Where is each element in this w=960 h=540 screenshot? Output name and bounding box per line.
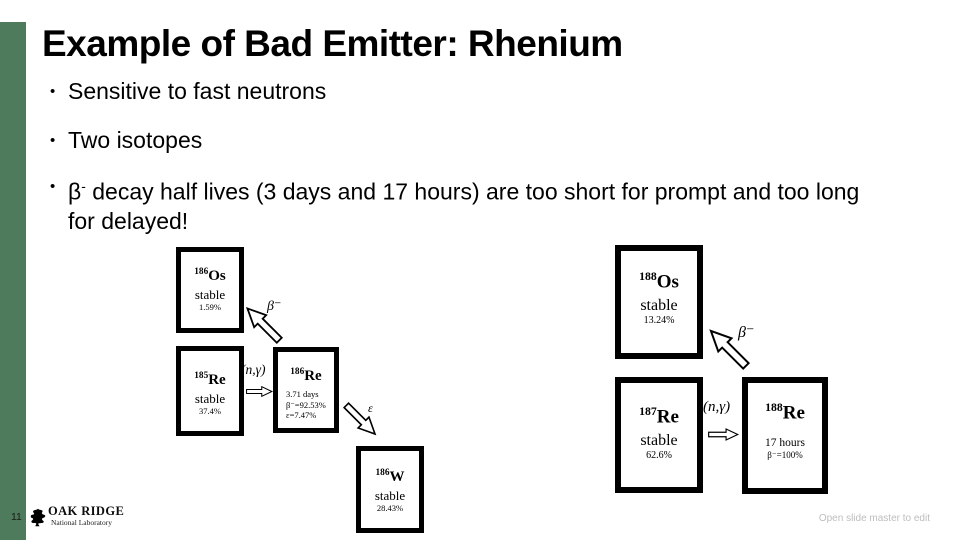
mass-number: 187 [639,405,657,418]
isotope-box-186os: 186Os stable 1.59% [176,247,244,333]
bullet-marker: • [50,132,56,149]
half-life-value: 3.71 days [286,389,319,399]
mass-number: 186 [194,267,209,277]
isotope-label: 188Os [621,265,697,293]
element-symbol: Os [656,271,679,293]
element-symbol: Re [656,406,679,428]
page-number: 11 [11,511,22,523]
electron-capture-label: ε [368,401,373,415]
mass-number: 185 [194,371,209,381]
bullet-text: β- decay half lives (3 days and 17 hours… [68,172,873,236]
decay-data: 3.71 days β⁻=92.53% ε=7.47% [278,389,334,421]
stability-label: stable [374,488,406,503]
mass-number: 188 [765,401,783,414]
bullet-item-1: • Sensitive to fast neutrons [50,77,326,106]
logo-line2: National Laboratory [51,518,113,527]
element-symbol: Re [208,372,226,388]
neutron-capture-label: (n,γ) [703,399,731,415]
beta-decay-arrow [245,306,284,345]
stability-label: stable [640,297,678,315]
neutron-capture-label: (n,γ) [241,362,266,377]
beta-superscript-minus: - [81,179,86,194]
isotope-label: 185Re [181,368,239,389]
isotope-label: 188Re [748,396,822,424]
epsilon-branch-value: ε=7.47% [286,410,317,420]
isotope-label: 186Os [181,264,239,285]
isotope-label: 186Re [278,364,334,385]
element-symbol: Re [304,368,322,384]
isotope-label: 186W [361,465,419,486]
isotope-box-187re: 187Re stable 62.6% [615,377,703,493]
bullet-text-rest: decay half lives (3 days and 17 hours) a… [68,178,860,234]
beta-decay-label: β⁻ [267,299,282,314]
isotope-box-185re: 185Re stable 37.4% [176,346,244,436]
electron-capture-arrow [342,401,377,436]
isotope-box-188re: 188Re 17 hours β⁻=100% [742,377,828,494]
beta-branch-value: β⁻=100% [767,450,803,461]
accent-bar [0,22,26,540]
oak-leaf-icon [30,508,46,527]
logo-text: OAK RIDGE National Laboratory [48,504,125,528]
logo-line1: OAK RIDGE [48,504,125,518]
stability-label: stable [640,432,678,450]
mass-number: 188 [639,270,657,283]
element-symbol: W [389,469,405,485]
bullet-text: Two isotopes [68,127,203,153]
mass-number: 186 [375,468,390,478]
abundance-value: 1.59% [199,302,221,312]
abundance-value: 28.43% [376,503,404,513]
element-symbol: Re [782,402,805,424]
abundance-value: 62.6% [646,450,672,462]
bullet-text: Sensitive to fast neutrons [68,78,327,104]
bullet-item-3: • β- decay half lives (3 days and 17 hou… [50,172,873,236]
page-title: Example of Bad Emitter: Rhenium [42,23,623,64]
stability-label: stable [194,391,226,406]
isotope-label: 187Re [621,400,697,428]
stability-label: stable [194,287,226,302]
bullet-marker: • [50,83,56,100]
slide-master-note: Open slide master to edit [818,513,930,524]
bullet-item-2: • Two isotopes [50,126,202,155]
beta-decay-label: β⁻ [738,324,755,341]
isotope-box-186re: 186Re 3.71 days β⁻=92.53% ε=7.47% [273,347,339,433]
abundance-value: 13.24% [643,315,675,327]
beta-branch-value: β⁻=92.53% [286,399,326,410]
neutron-capture-arrow [246,385,274,398]
oak-ridge-logo: OAK RIDGE National Laboratory [30,505,124,528]
half-life-value: 17 hours [765,437,805,450]
element-symbol: Os [208,268,226,284]
isotope-box-188os: 188Os stable 13.24% [615,245,703,359]
beta-decay-arrow [709,329,751,371]
mass-number: 186 [290,367,305,377]
bullet-marker: • [50,178,56,195]
neutron-capture-arrow [708,428,740,441]
beta-symbol: β [68,178,82,205]
isotope-box-186w: 186W stable 28.43% [356,446,424,533]
abundance-value: 37.4% [199,406,221,416]
